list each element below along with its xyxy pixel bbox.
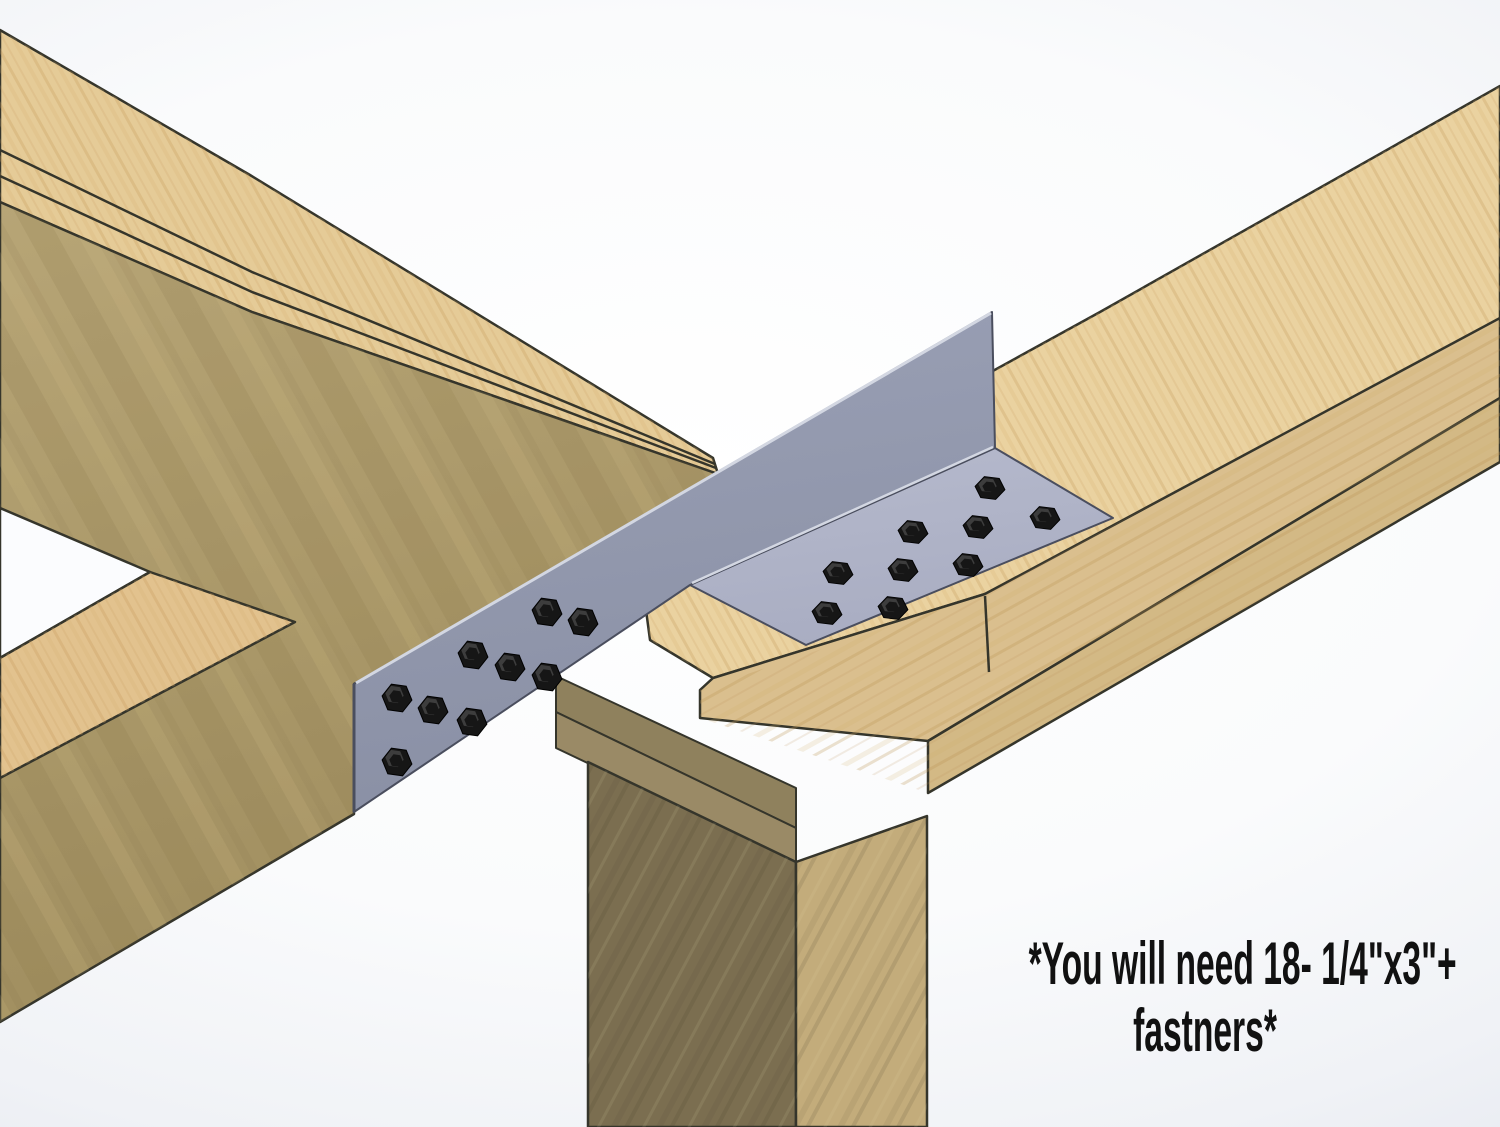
hex-bolt-icon	[381, 683, 413, 713]
hex-bolt-icon	[456, 707, 488, 737]
fastener-note-line-2: fastners*	[1133, 997, 1277, 1065]
hex-bolt-icon	[822, 561, 854, 585]
hex-bolt-icon	[494, 652, 526, 682]
hex-bolt-icon	[811, 601, 843, 625]
post-right-face-grain	[796, 816, 927, 1127]
bracket-top-edge-highlight	[355, 311, 992, 685]
lvl-beam	[0, 28, 720, 1024]
hex-bolt-icon	[897, 520, 929, 544]
hex-bolt-icon	[1029, 506, 1061, 530]
hex-bolt-icon	[531, 662, 563, 692]
post-left-face-grain	[588, 762, 796, 1127]
horizontal-flange-bolts	[811, 476, 1061, 625]
lvl-lamination-line-1	[0, 148, 716, 466]
rim-beam-right	[638, 84, 1500, 795]
rim-beam-board-seam	[983, 595, 991, 673]
bracket-bend-highlight	[691, 445, 994, 585]
lvl-front-face-grain	[0, 202, 718, 1022]
rim-beam-side-grain	[700, 318, 1500, 793]
hex-bolt-icon	[952, 553, 984, 577]
hex-bolt-icon	[974, 476, 1006, 500]
hex-bolt-icon	[887, 558, 919, 582]
lvl-top-band-grain	[0, 30, 718, 474]
lower-beam-top-strip-grain	[0, 572, 295, 778]
angle-bracket	[352, 311, 1114, 813]
hex-bolt-icon	[962, 515, 994, 539]
support-post	[586, 760, 929, 1127]
hex-bolt-icon	[457, 640, 489, 670]
hex-bolt-icon	[567, 607, 599, 637]
lvl-lamination-line-2	[0, 174, 717, 470]
hex-bolt-icon	[531, 597, 563, 627]
fastener-note-line-1: *You will need 18- 1/4"x3"+	[1028, 930, 1457, 997]
hex-bolt-icon	[381, 747, 413, 777]
hex-bolt-icon	[877, 596, 909, 620]
hex-bolt-icon	[417, 695, 449, 725]
vertical-flange-bolts	[381, 597, 599, 777]
fastener-note: *You will need 18- 1/4"x3"+ fastners*	[1028, 930, 1457, 1065]
